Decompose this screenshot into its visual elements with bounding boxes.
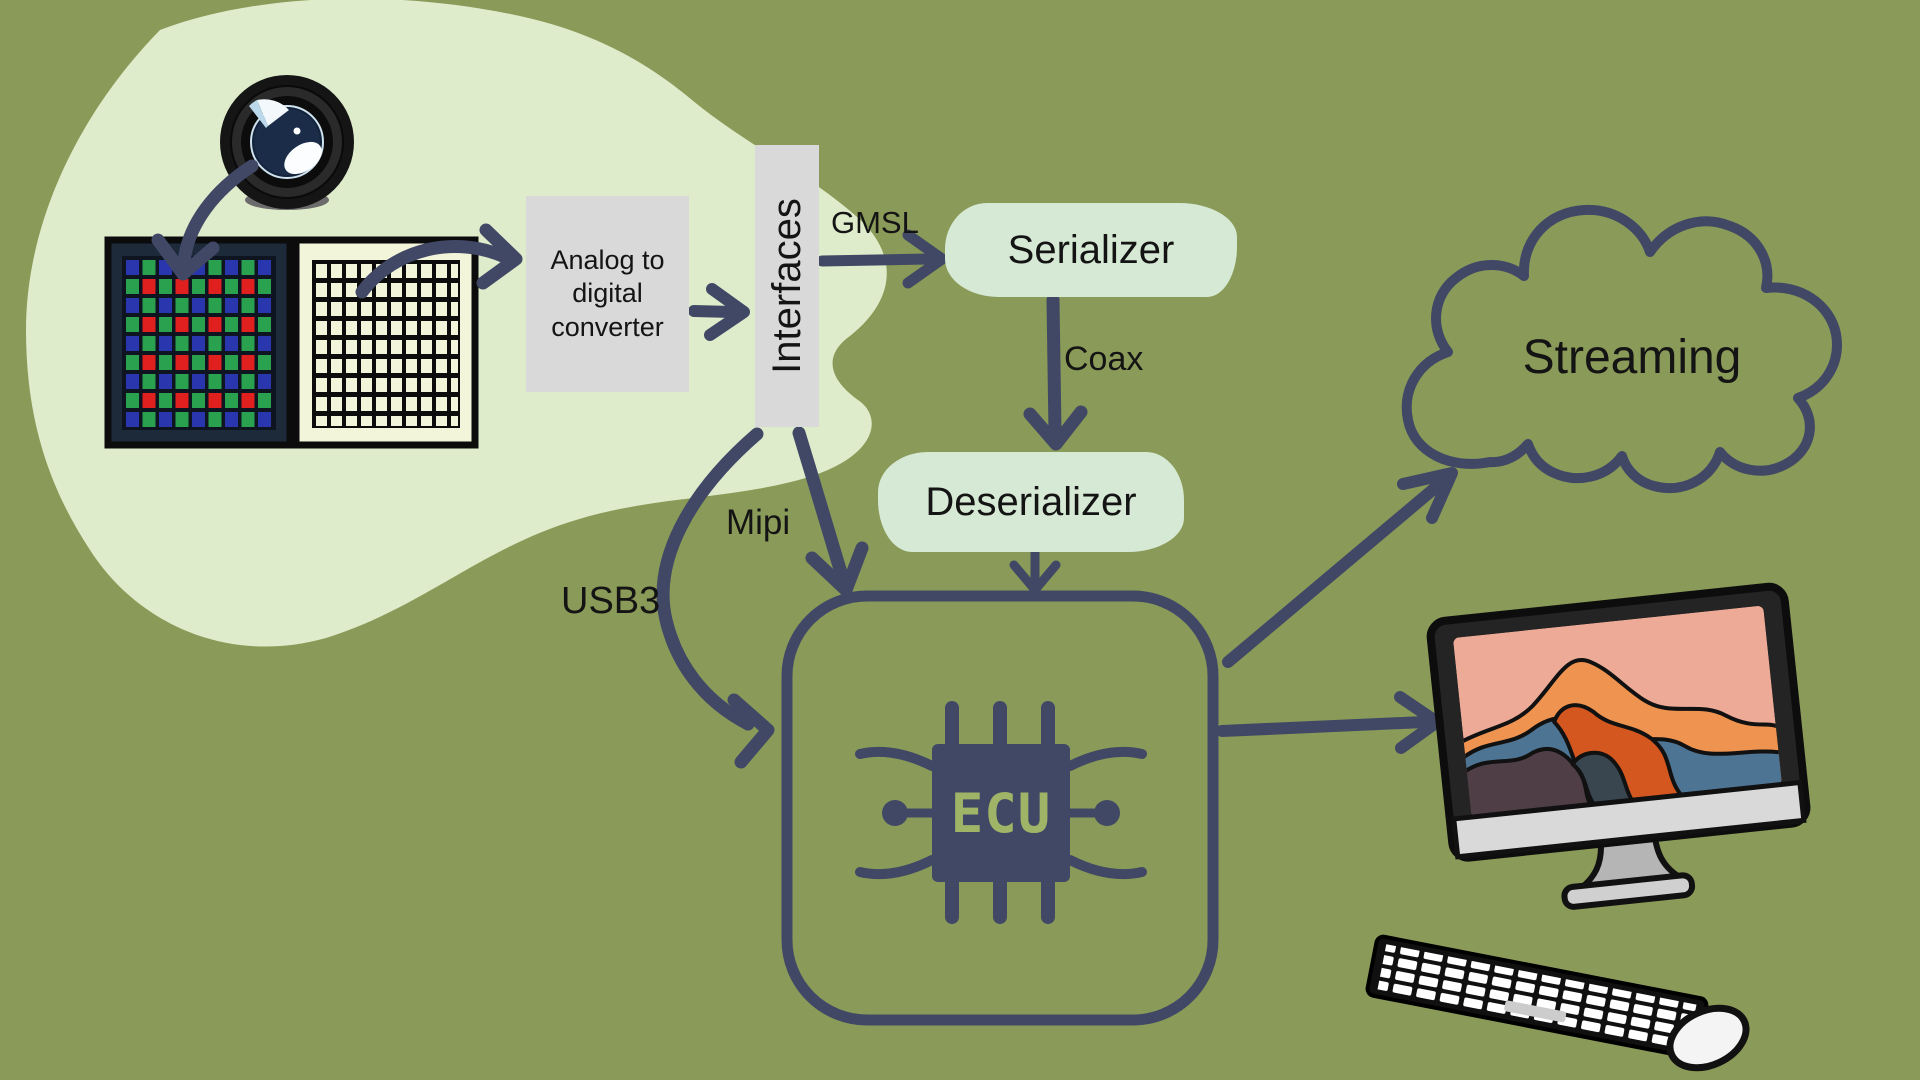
computer-monitor-icon bbox=[1426, 582, 1811, 910]
arrow-sensor-to-adc bbox=[355, 223, 523, 299]
arrow-adc-to-interfaces bbox=[688, 283, 750, 341]
ecu-chip-icon: ECU bbox=[855, 701, 1147, 924]
interfaces-node bbox=[755, 145, 819, 427]
streaming-label: Streaming bbox=[1522, 331, 1742, 384]
ecu-box bbox=[781, 590, 1219, 1026]
ecu-chip-label: ECU bbox=[951, 782, 1052, 845]
arrow-usb3 bbox=[656, 427, 775, 769]
gmsl-edge-label: GMSL bbox=[831, 205, 919, 240]
serializer-node: Serializer bbox=[945, 203, 1237, 297]
arrow-ecu-to-computer bbox=[1216, 691, 1443, 754]
mipi-edge-label: Mipi bbox=[726, 503, 791, 542]
coax-edge-label: Coax bbox=[1064, 340, 1144, 378]
deserializer-label: Deserializer bbox=[925, 479, 1137, 524]
interfaces-label: Interfaces bbox=[764, 198, 809, 374]
arrow-lens-to-sensor bbox=[151, 159, 259, 281]
arrow-gmsl bbox=[816, 229, 948, 289]
mono-sensor-icon bbox=[292, 236, 479, 449]
monitor-wallpaper bbox=[1452, 605, 1782, 818]
usb3-edge-label: USB3 bbox=[561, 580, 661, 622]
camera-lens-icon bbox=[220, 75, 354, 210]
keyboard-icon bbox=[1365, 934, 1709, 1060]
arrow-deserializer-to-ecu bbox=[1009, 541, 1061, 595]
adc-label: Analog to digital converter bbox=[550, 244, 665, 342]
arrow-ecu-to-cloud bbox=[1222, 467, 1458, 668]
bayer-sensor-icon bbox=[104, 236, 294, 449]
arrow-mipi bbox=[792, 426, 869, 597]
cloud-icon bbox=[1401, 204, 1842, 494]
mouse-icon bbox=[1666, 1004, 1750, 1072]
arrow-coax bbox=[1023, 293, 1088, 451]
adc-node: Analog to digital converter bbox=[526, 196, 689, 392]
serializer-label: Serializer bbox=[1007, 227, 1175, 272]
deserializer-node: Deserializer bbox=[878, 452, 1184, 552]
